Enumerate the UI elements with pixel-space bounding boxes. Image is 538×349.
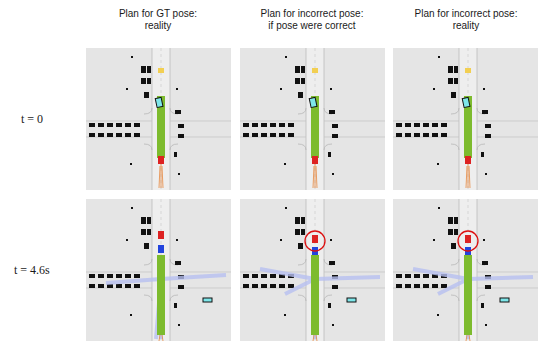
time-label: t = 4.6s: [14, 263, 50, 277]
column-header: Plan for GT pose: reality: [117, 8, 199, 32]
column-header: Plan for incorrect pose: reality: [413, 8, 519, 32]
column-header: Plan for incorrect pose: if pose were co…: [259, 8, 365, 32]
time-label: t = 0: [21, 112, 43, 126]
